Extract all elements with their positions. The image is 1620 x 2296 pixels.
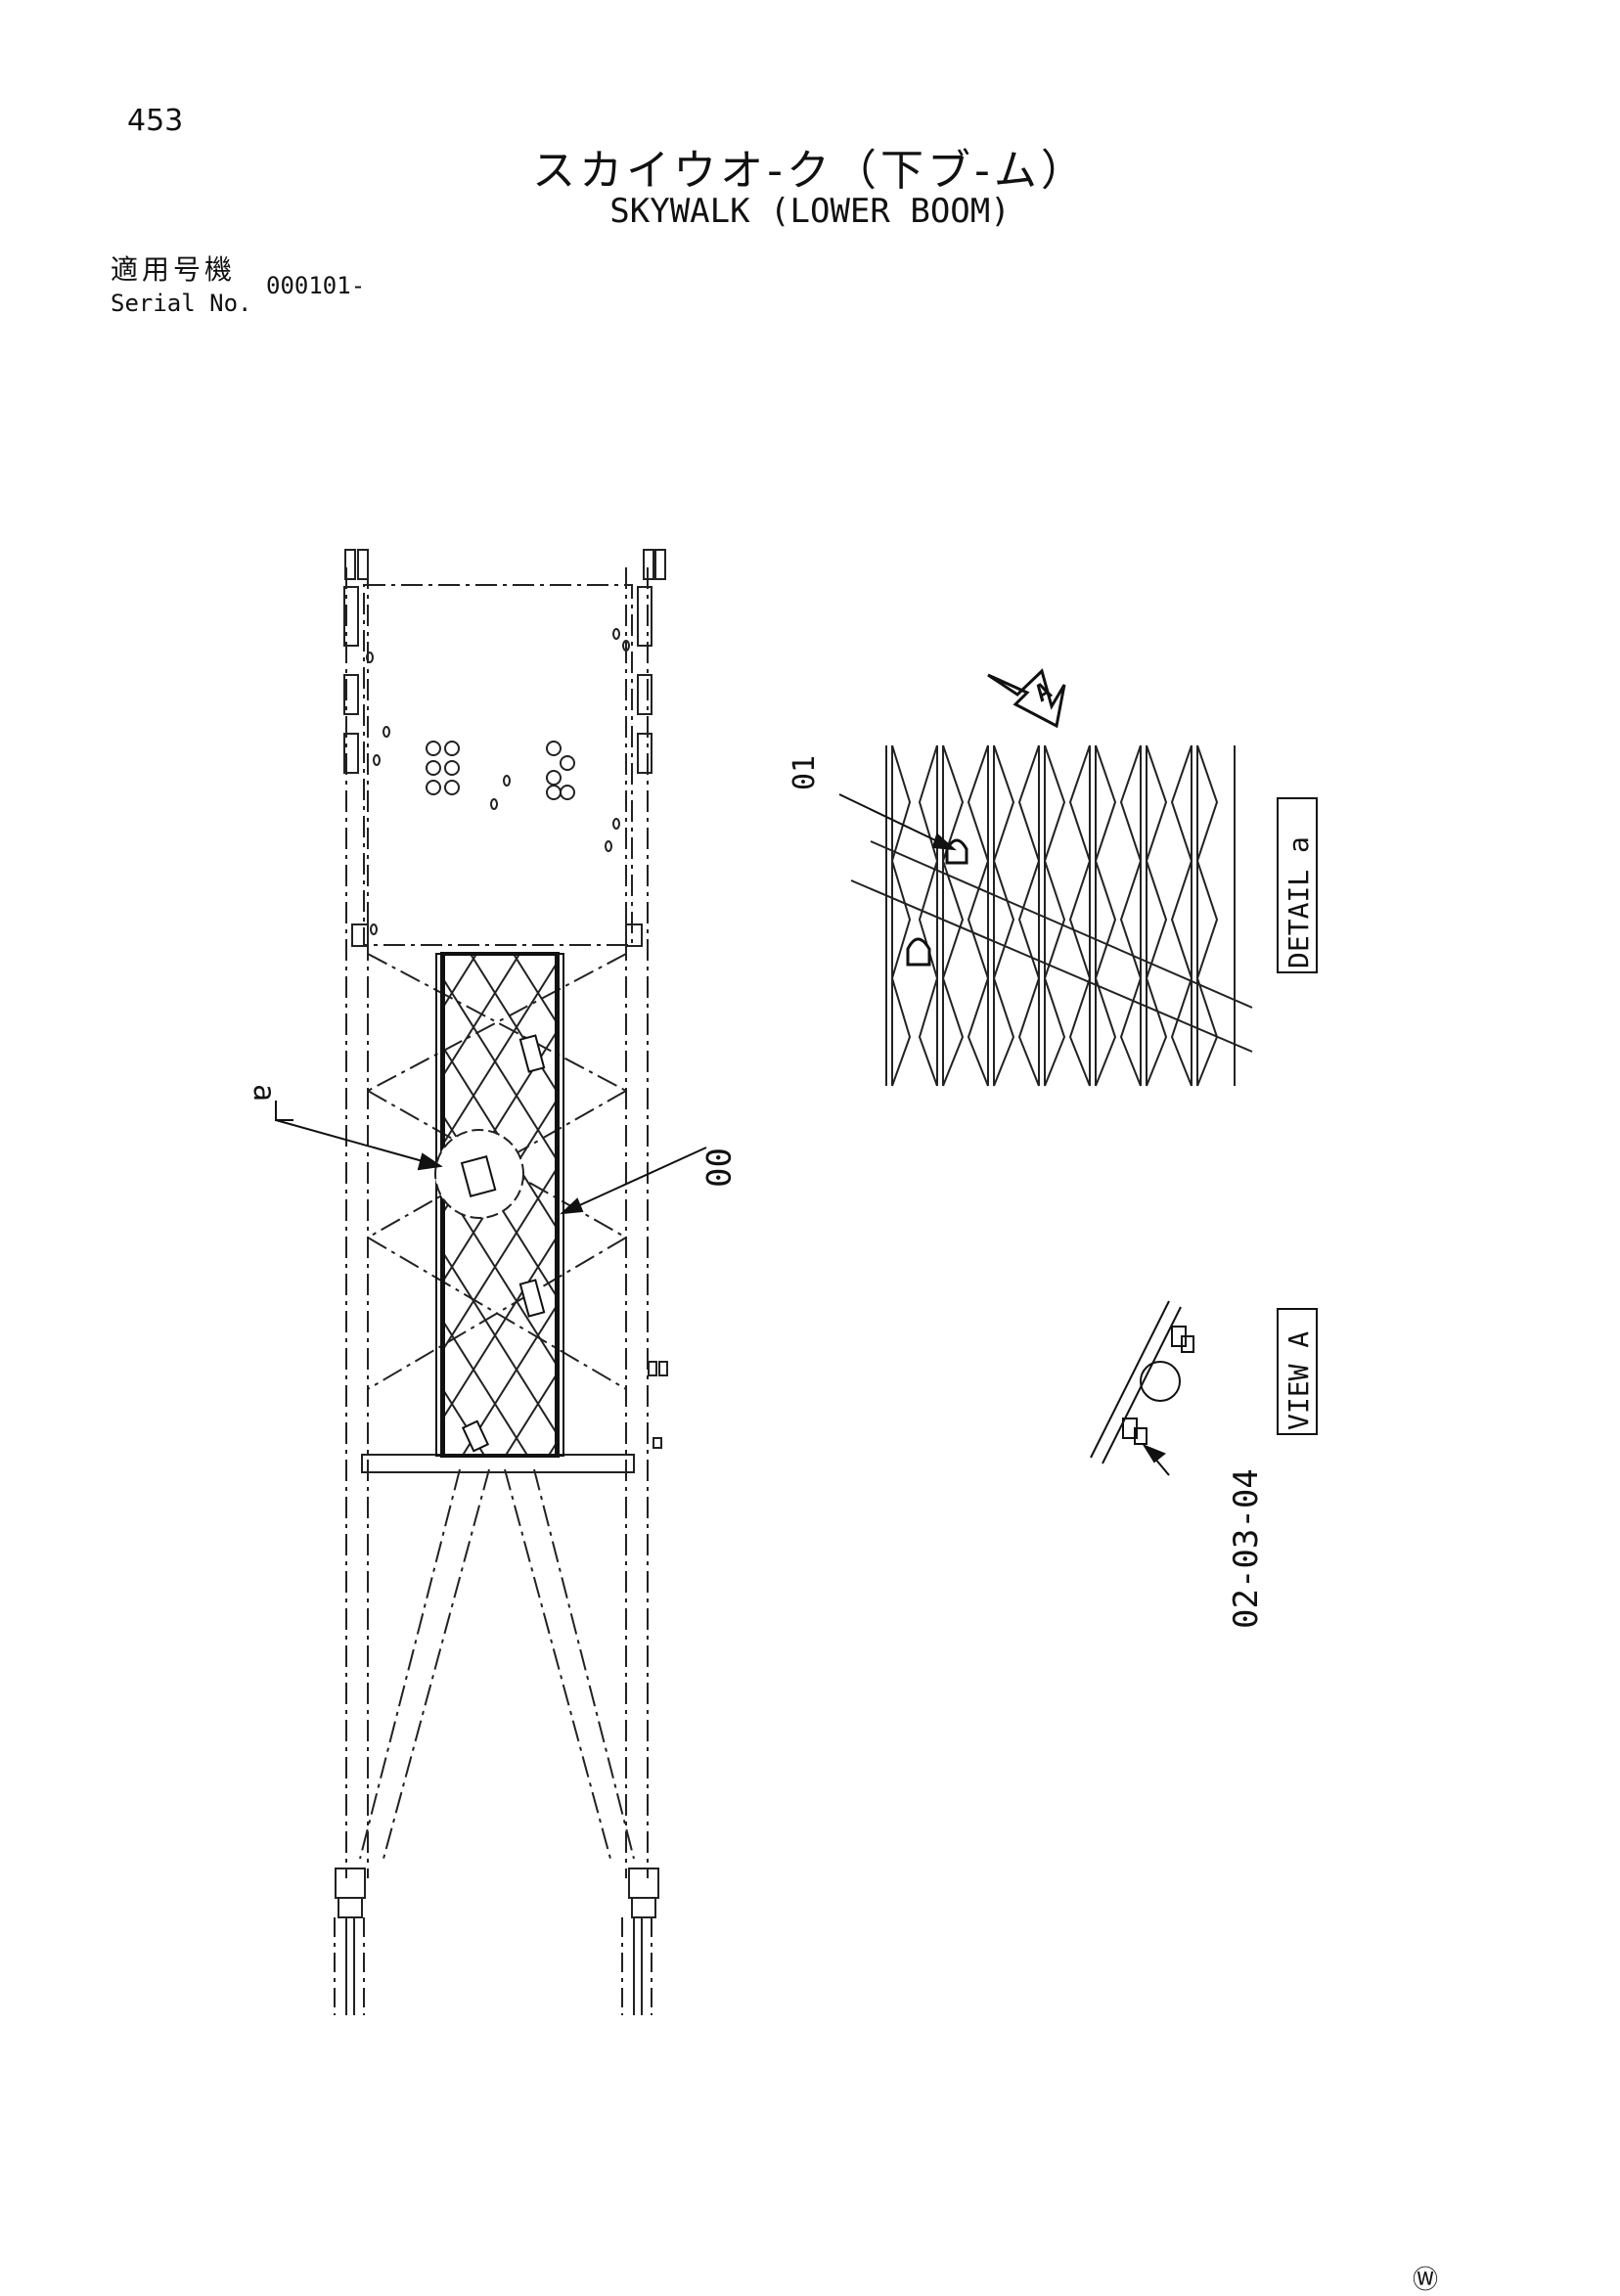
top-plate — [363, 584, 633, 946]
detail-label: DETAIL a — [1282, 836, 1315, 968]
callout-part-00: 00 — [698, 1148, 737, 1188]
leader-lines — [275, 1101, 707, 1215]
callout-detail-a-ref: a — [247, 1084, 281, 1102]
page-title-en: SKYWALK (LOWER BOOM) — [609, 192, 1011, 231]
detail-label-box — [1277, 797, 1318, 973]
view-a-clamp — [1090, 1300, 1194, 1476]
page-title-jp: スカイウオ-ク（下ブ-ム） — [532, 146, 1088, 196]
serial-label-jp: 適用号機 — [111, 253, 237, 286]
detail-a-vertical-bars — [885, 745, 1236, 1086]
callout-part-01: 01 — [788, 755, 822, 790]
detail-a-grating — [850, 744, 1253, 1087]
walkway-grating — [434, 952, 564, 1458]
page-number: 453 — [127, 104, 184, 138]
leader-01 — [838, 793, 957, 851]
boom-top-stubs — [343, 549, 666, 947]
callout-ref-part: 02-03-04 — [1227, 1468, 1266, 1629]
view-label: VIEW A — [1282, 1331, 1315, 1430]
boom-bottom-feet — [334, 1868, 659, 2015]
detail-a-zigzags — [890, 744, 1219, 1087]
view-label-box — [1277, 1308, 1318, 1435]
w-mark-icon: Ⓦ — [1413, 2266, 1439, 2295]
view-a-arrow — [987, 668, 1066, 729]
serial-label-en: Serial No. — [111, 290, 252, 317]
serial-value: 000101- — [266, 272, 366, 299]
